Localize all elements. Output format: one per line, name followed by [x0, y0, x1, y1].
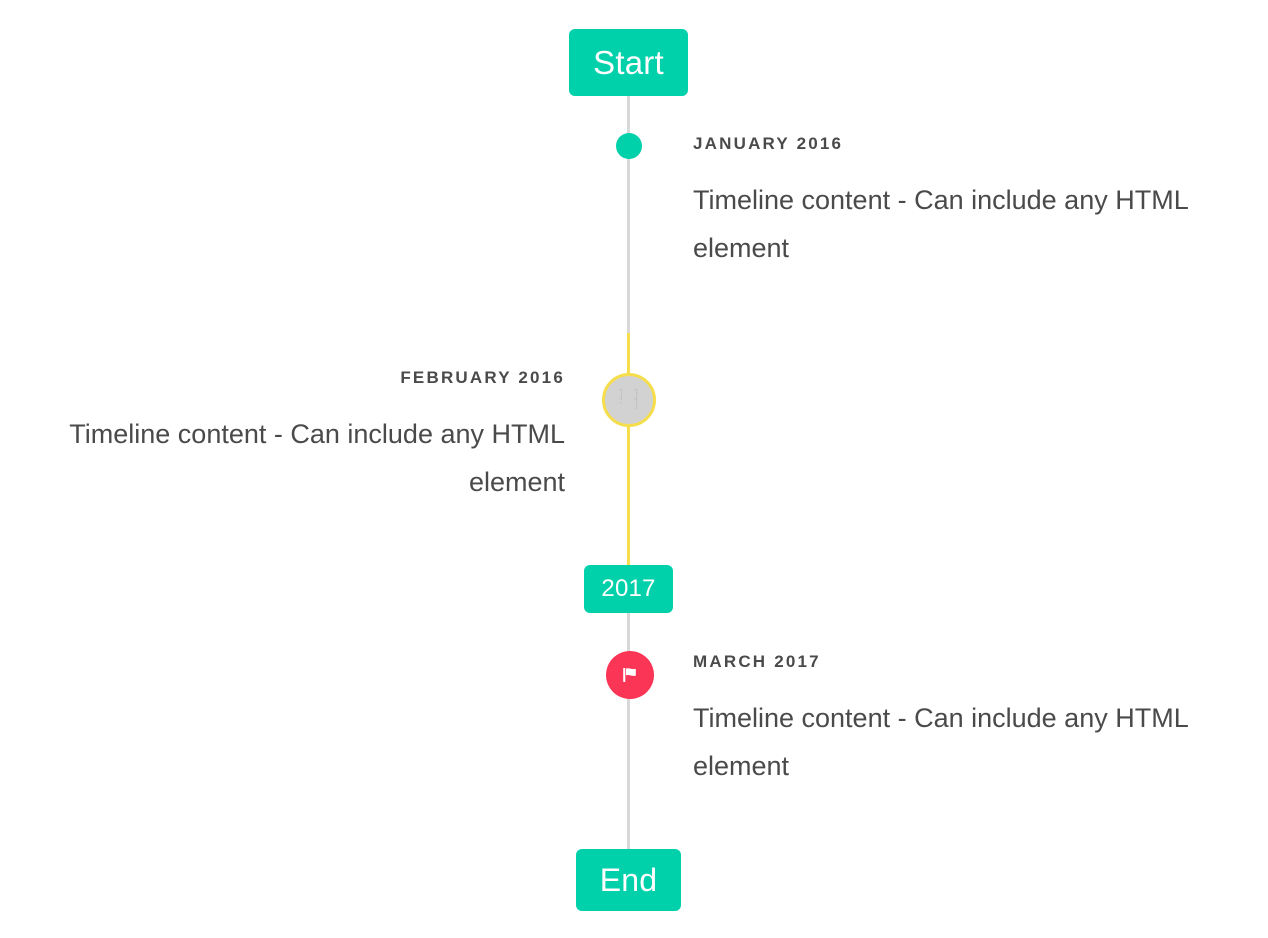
dot-icon[interactable]: [616, 133, 642, 159]
timeline-rail-segment-highlight: [627, 333, 630, 565]
placeholder-glyph: ] ] · ]: [617, 389, 641, 410]
timeline-entry-date: JANUARY 2016: [693, 134, 844, 153]
timeline-entry-body: Timeline content - Can include any HTML …: [693, 185, 1188, 264]
timeline-start-badge[interactable]: Start: [569, 29, 688, 96]
timeline-end-badge[interactable]: End: [576, 849, 681, 911]
placeholder-icon[interactable]: ] ] · ]: [602, 373, 656, 427]
timeline-entry-february: FEBRUARY 2016 Timeline content - Can inc…: [40, 368, 565, 506]
timeline-rail-segment-bottom: [627, 613, 630, 849]
timeline-entry-date: FEBRUARY 2016: [400, 368, 565, 387]
flag-icon[interactable]: [606, 651, 654, 699]
timeline-entry-date: MARCH 2017: [693, 652, 821, 671]
timeline-entry-body: Timeline content - Can include any HTML …: [693, 703, 1188, 782]
timeline-entry-body: Timeline content - Can include any HTML …: [69, 419, 565, 498]
timeline-entry-january: JANUARY 2016 Timeline content - Can incl…: [693, 134, 1223, 272]
timeline-rail-segment-top: [627, 96, 630, 333]
timeline-entry-march: MARCH 2017 Timeline content - Can includ…: [693, 652, 1223, 790]
timeline-year-badge[interactable]: 2017: [584, 565, 673, 613]
